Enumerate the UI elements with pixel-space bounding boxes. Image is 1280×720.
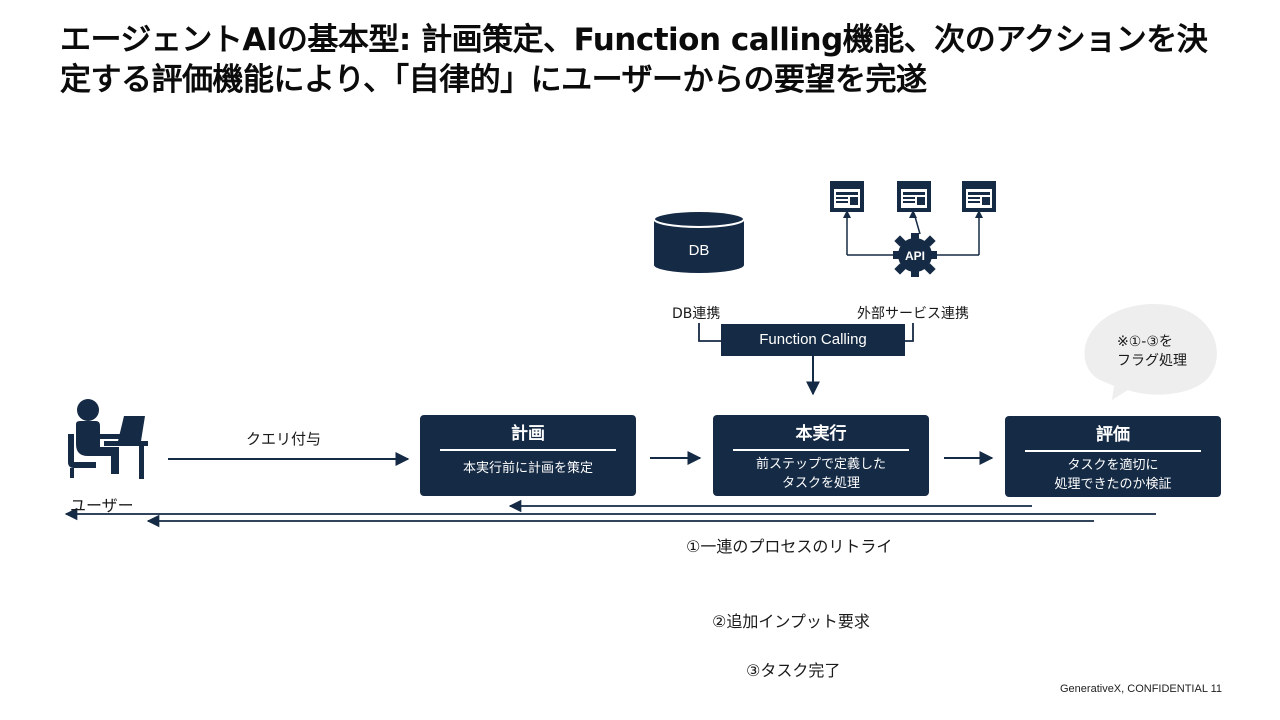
user-at-desk-icon bbox=[68, 399, 148, 479]
api-gear-icon bbox=[893, 233, 937, 277]
execute-divider bbox=[733, 449, 909, 451]
evaluate-heading: 評価 bbox=[1096, 425, 1130, 445]
slide-title: エージェントAIの基本型: 計画策定、Function calling機能、次の… bbox=[60, 22, 1208, 98]
evaluate-description-line-2: 処理できたのか検証 bbox=[1054, 476, 1172, 492]
plan-heading: 計画 bbox=[511, 424, 545, 444]
api-connections bbox=[846, 212, 980, 256]
bubble-note-line-2: フラグ処理 bbox=[1117, 353, 1187, 369]
user-label: ユーザー bbox=[70, 496, 134, 515]
db-link-label: DB連携 bbox=[672, 306, 721, 322]
execute-box: 本実行 前ステップで定義した タスクを処理 bbox=[713, 415, 929, 496]
integration-bracket bbox=[698, 323, 914, 342]
plan-box: 計画 本実行前に計画を策定 bbox=[420, 415, 636, 496]
evaluate-description-line-1: タスクを適切に bbox=[1067, 457, 1159, 473]
execute-description-line-2: タスクを処理 bbox=[781, 475, 860, 491]
web-service-icon bbox=[897, 181, 931, 212]
web-service-icon bbox=[962, 181, 996, 212]
outcome-task-complete: ③タスク完了 bbox=[746, 661, 841, 680]
plan-description: 本実行前に計画を策定 bbox=[462, 460, 593, 476]
query-label: クエリ付与 bbox=[246, 430, 322, 448]
api-link-label: 外部サービス連携 bbox=[857, 306, 969, 322]
bubble-note-line-1: ※①-③を bbox=[1117, 334, 1173, 350]
evaluate-box: 評価 タスクを適切に 処理できたのか検証 bbox=[1005, 416, 1221, 497]
evaluate-divider bbox=[1025, 450, 1201, 452]
api-label: API bbox=[905, 249, 925, 263]
footer-confidential: GenerativeX, CONFIDENTIAL 11 bbox=[1060, 683, 1222, 695]
db-label: DB bbox=[689, 242, 710, 259]
outcome-additional-input: ②追加インプット要求 bbox=[712, 612, 870, 631]
execute-description-line-1: 前ステップで定義した bbox=[755, 456, 886, 472]
outcome-retry: ①一連のプロセスのリトライ bbox=[686, 537, 893, 556]
function-calling-box: Function Calling bbox=[721, 324, 905, 356]
plan-divider bbox=[440, 449, 616, 451]
web-service-icon bbox=[830, 181, 864, 212]
execute-heading: 本実行 bbox=[795, 424, 847, 444]
database-icon bbox=[653, 210, 745, 273]
note-speech-bubble bbox=[1084, 303, 1217, 400]
